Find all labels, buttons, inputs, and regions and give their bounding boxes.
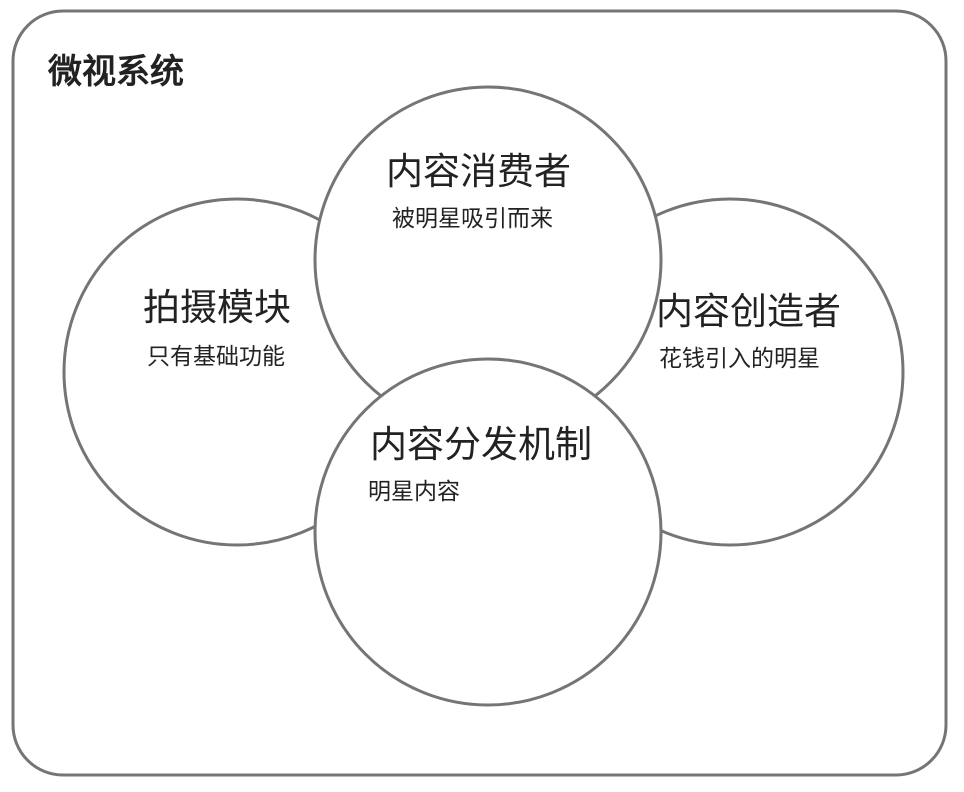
distribution-desc: 明星内容	[368, 479, 460, 505]
distribution-title: 内容分发机制	[370, 423, 592, 466]
shooting-desc: 只有基础功能	[147, 344, 285, 370]
shooting-title: 拍摄模块	[143, 286, 291, 329]
system-title: 微视系统	[47, 52, 184, 92]
distribution-circle	[313, 357, 663, 707]
consumer-desc: 被明星吸引而来	[392, 206, 553, 232]
consumer-title: 内容消费者	[386, 150, 571, 193]
creator-desc: 花钱引入的明星	[659, 346, 820, 372]
creator-title: 内容创造者	[656, 290, 841, 333]
